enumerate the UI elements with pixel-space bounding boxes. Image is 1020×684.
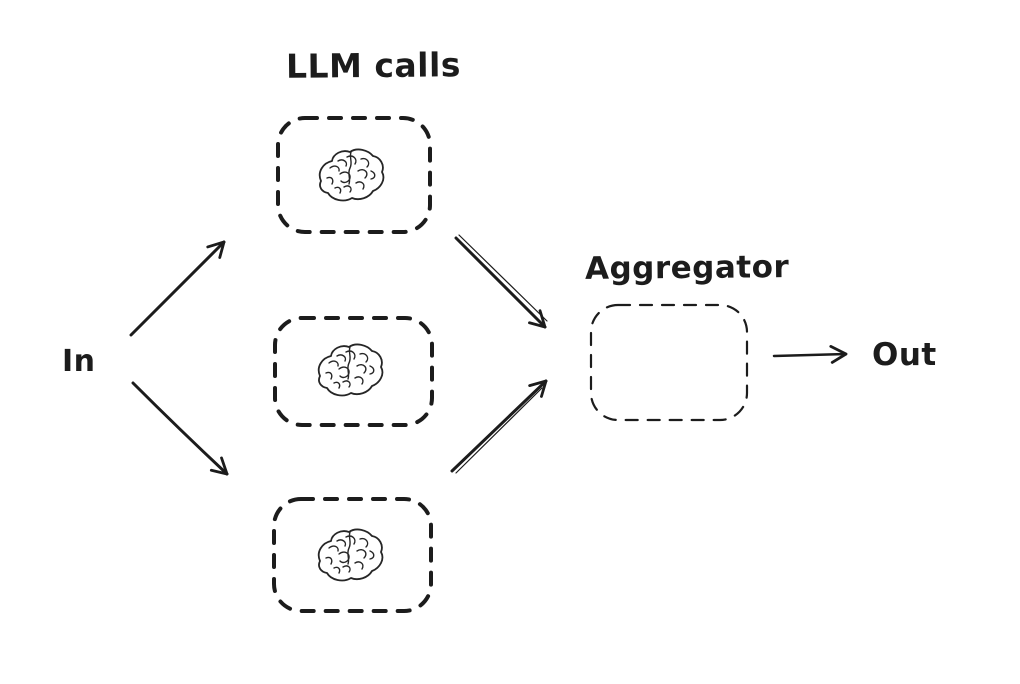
- brain-icon: [317, 528, 384, 582]
- llm-call-box-2: [273, 316, 434, 427]
- out-label: Out: [872, 337, 937, 373]
- arrow-llm-call-3-to-aggregator: [450, 379, 548, 473]
- brain-icon: [318, 148, 385, 202]
- aggregator-label: Aggregator: [584, 249, 790, 287]
- aggregator-box: [589, 303, 749, 422]
- arrow-in-to-llm-call-3: [131, 381, 229, 476]
- llm-call-box-1: [276, 116, 432, 234]
- in-label: In: [62, 344, 96, 379]
- arrow-overdraw-stroke: [458, 234, 548, 322]
- arrow-aggregator-to-out: [772, 345, 848, 364]
- arrow-llm-call-1-to-aggregator: [454, 236, 547, 329]
- arrow-in-to-llm-call-1: [129, 240, 226, 337]
- brain-icon: [317, 343, 384, 397]
- llm-calls-title: LLM calls: [285, 45, 462, 86]
- arrow-overdraw-stroke: [455, 387, 543, 474]
- llm-call-box-3: [272, 497, 433, 613]
